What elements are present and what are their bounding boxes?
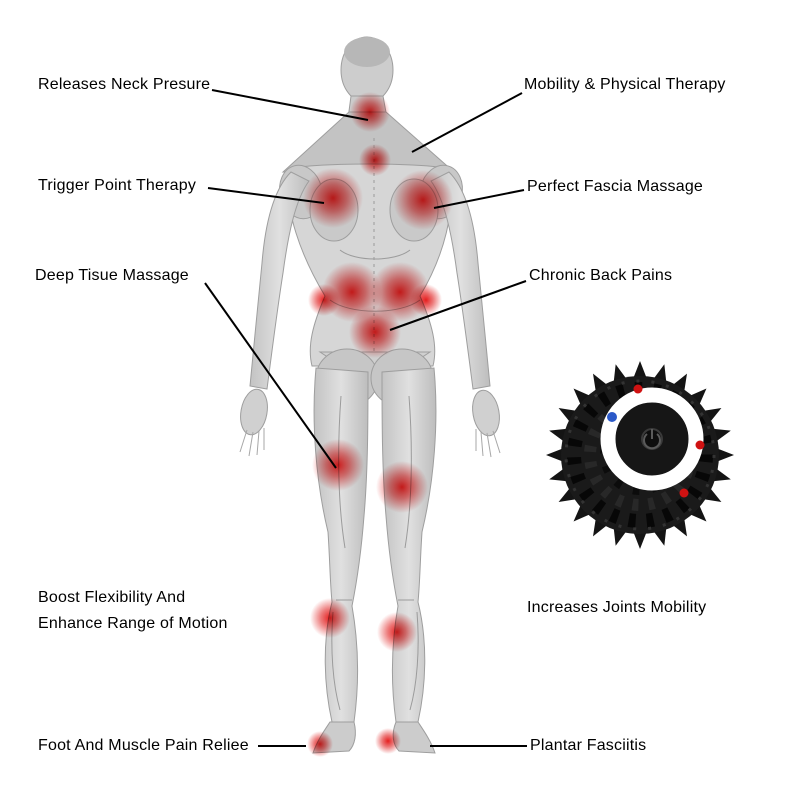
- pain-highlights: [303, 92, 453, 757]
- label-boost-flexibility-line2: Enhance Range of Motion: [38, 615, 228, 632]
- pain-right-hamstring: [376, 461, 428, 513]
- pain-neck: [350, 92, 390, 132]
- label-perfect-fascia-massage: Perfect Fascia Massage: [527, 178, 704, 195]
- line-chronic-back: [389, 280, 527, 331]
- right-leg: [381, 367, 437, 723]
- callout-lines: [204, 89, 527, 747]
- label-plantar-fasciitis: Plantar Fasciitis: [530, 737, 647, 754]
- pain-left-calf: [310, 598, 350, 638]
- right-arm: [430, 171, 491, 390]
- ball-stud-highlights: [564, 379, 716, 531]
- label-foot-muscle-pain-relief: Foot And Muscle Pain Reliee: [38, 737, 249, 754]
- line-fascia: [433, 189, 525, 209]
- label-increases-joints-mobility: Increases Joints Mobility: [527, 599, 707, 616]
- line-releases-neck: [211, 89, 369, 121]
- pain-upper-spine: [359, 144, 391, 176]
- label-releases-neck-pressure: Releases Neck Presure: [38, 76, 211, 93]
- right-hand: [472, 389, 500, 437]
- pain-left-foot: [307, 731, 333, 757]
- massage-ball-product: [546, 361, 734, 549]
- line-mobility: [411, 92, 523, 153]
- body-figure: [239, 36, 501, 754]
- label-boost-flexibility: Boost Flexibility And Enhance Range of M…: [38, 585, 228, 637]
- pain-right-calf: [377, 612, 417, 652]
- power-button: [641, 428, 663, 450]
- left-hand: [240, 388, 268, 436]
- label-chronic-back-pains: Chronic Back Pains: [529, 267, 673, 284]
- label-mobility-physical-therapy: Mobility & Physical Therapy: [524, 76, 726, 93]
- pain-right-shoulder: [393, 170, 453, 230]
- ball-red-dot-top: [633, 384, 643, 394]
- label-boost-flexibility-line1: Boost Flexibility And: [38, 589, 186, 606]
- head-top-shading: [344, 37, 390, 67]
- label-deep-tissue-massage: Deep Tisue Massage: [35, 267, 189, 284]
- pain-left-shoulder: [303, 168, 363, 228]
- ball-white-ring: [600, 387, 704, 491]
- line-trigger-point: [207, 187, 325, 204]
- pain-right-waist: [410, 284, 442, 316]
- ball-red-dot-right: [695, 440, 705, 450]
- ball-blue-dot: [607, 412, 617, 422]
- label-trigger-point-therapy: Trigger Point Therapy: [38, 177, 197, 194]
- pain-left-waist: [308, 284, 340, 316]
- right-fingers: [475, 429, 501, 458]
- pain-right-foot: [375, 728, 401, 754]
- line-deep-tissue: [204, 282, 337, 469]
- left-fingers: [239, 428, 265, 457]
- pain-lower-back: [349, 306, 401, 358]
- ball-red-dot-lower: [679, 488, 689, 498]
- left-leg: [313, 367, 369, 723]
- left-arm: [249, 171, 310, 390]
